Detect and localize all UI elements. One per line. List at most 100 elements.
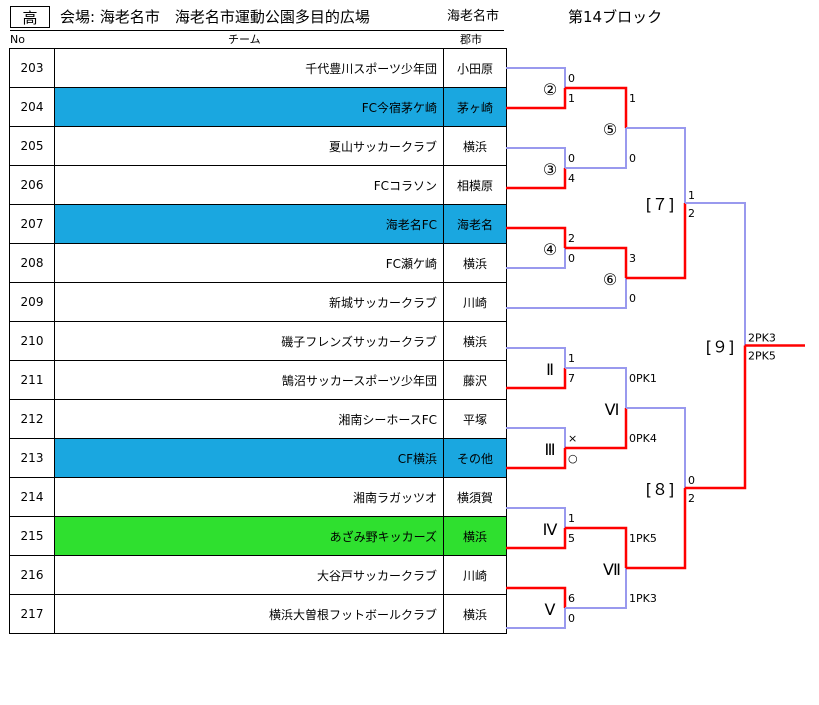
- bracket-line: [565, 86, 628, 128]
- column-header-no: No: [10, 33, 25, 46]
- match-label: Ⅳ: [543, 520, 558, 539]
- bracket-line: [565, 278, 627, 309]
- bracket-line: [506, 226, 567, 248]
- bracket-line: [506, 248, 566, 269]
- match-score: 3: [629, 252, 636, 265]
- bracket-line: [506, 507, 566, 528]
- team-name: FC今宿茅ケ崎: [54, 87, 444, 127]
- bracket-line: [626, 407, 686, 488]
- team-name: 湘南シーホースFC: [54, 399, 444, 439]
- bracket-line: [506, 147, 566, 168]
- bracket-line: [565, 367, 627, 408]
- match-score: 1: [629, 92, 636, 105]
- match-score: 0PK1: [629, 372, 657, 385]
- team-city: 茅ヶ崎: [443, 87, 507, 127]
- match-label: ⑤: [603, 120, 617, 139]
- team-city: 横浜: [443, 321, 507, 361]
- match-score: 0: [568, 612, 575, 625]
- bracket-line: [626, 127, 686, 203]
- team-name: FCコラソン: [54, 165, 444, 205]
- match-label: Ⅲ: [544, 440, 555, 459]
- team-city: 海老名: [443, 204, 507, 244]
- column-header-team: チーム: [228, 33, 261, 46]
- team-city: 川崎: [443, 555, 507, 595]
- team-name: 湘南ラガッツオ: [54, 477, 444, 517]
- match-score: 1: [568, 512, 575, 525]
- match-score: 2PK5: [748, 350, 776, 363]
- match-score: 0: [568, 252, 575, 265]
- bracket-line: [626, 488, 687, 570]
- match-score: 7: [568, 372, 575, 385]
- match-score: ○: [568, 452, 578, 465]
- bracket-line: [565, 526, 628, 568]
- team-number: 210: [9, 321, 55, 361]
- team-city: 相模原: [443, 165, 507, 205]
- bracket-line: [506, 67, 566, 88]
- match-label: ⑥: [603, 270, 617, 289]
- match-label: ③: [543, 160, 557, 179]
- bracket-line: [685, 202, 746, 346]
- match-score: 0: [568, 72, 575, 85]
- bracket-line: [506, 427, 566, 448]
- bracket-line: [506, 168, 567, 190]
- team-name: 海老名FC: [54, 204, 444, 244]
- bracket-line: [506, 528, 567, 550]
- match-label: [７]: [646, 195, 675, 214]
- team-city: 横浜: [443, 594, 507, 634]
- team-number: 206: [9, 165, 55, 205]
- match-label: [８]: [646, 480, 675, 499]
- bracket-line: [565, 246, 628, 278]
- match-score: 1: [568, 352, 575, 365]
- team-name: CF横浜: [54, 438, 444, 478]
- team-name: 横浜大曽根フットボールクラブ: [54, 594, 444, 634]
- match-score: 1: [688, 189, 695, 202]
- match-score: 1PK3: [629, 592, 657, 605]
- team-city: その他: [443, 438, 507, 478]
- team-number: 214: [9, 477, 55, 517]
- block-title: 第14ブロック: [568, 8, 663, 26]
- team-city: 横浜: [443, 243, 507, 283]
- match-score: 2: [568, 232, 575, 245]
- team-name: 磯子フレンズサッカークラブ: [54, 321, 444, 361]
- column-header-city: 郡市: [460, 33, 482, 46]
- team-name: FC瀬ケ崎: [54, 243, 444, 283]
- venue-city: 海老名市: [447, 9, 500, 24]
- bracket-line: [506, 448, 567, 470]
- match-label: Ⅶ: [603, 560, 621, 579]
- bracket-line: [506, 586, 567, 608]
- bracket-line: [506, 608, 566, 629]
- team-city: 横浜: [443, 516, 507, 556]
- match-label: ④: [543, 240, 557, 259]
- match-score: 2: [688, 207, 695, 220]
- match-score: 4: [568, 172, 575, 185]
- team-name: あざみ野キッカーズ: [54, 516, 444, 556]
- level-badge: 高: [10, 6, 50, 28]
- match-score: 0: [568, 152, 575, 165]
- team-number: 204: [9, 87, 55, 127]
- bracket-line: [506, 88, 567, 110]
- team-number: 212: [9, 399, 55, 439]
- match-score: 0: [629, 292, 636, 305]
- team-city: 平塚: [443, 399, 507, 439]
- team-number: 213: [9, 438, 55, 478]
- venue-title: 会場: 海老名市 海老名市運動公園多目的広場: [60, 8, 370, 26]
- team-number: 211: [9, 360, 55, 400]
- team-name: 夏山サッカークラブ: [54, 126, 444, 166]
- bracket-line: [506, 347, 566, 368]
- match-label: ②: [543, 80, 557, 99]
- match-score: 2PK3: [748, 332, 776, 345]
- team-number: 208: [9, 243, 55, 283]
